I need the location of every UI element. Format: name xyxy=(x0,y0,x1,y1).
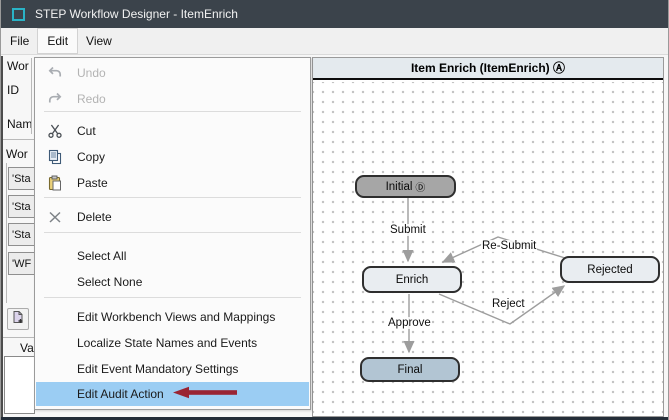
diagram-canvas[interactable]: Initial Ⓓ Enrich Rejected Final Submit R… xyxy=(313,82,663,416)
section-label-workflow-states: Wor xyxy=(6,147,28,161)
app-logo-icon xyxy=(12,7,25,21)
state-list-item[interactable]: 'Sta xyxy=(8,223,35,246)
field-box-edge xyxy=(31,58,32,134)
undo-icon xyxy=(45,65,65,81)
panel-divider xyxy=(3,139,34,140)
state-label: Final xyxy=(397,363,423,376)
field-label-name: Nam xyxy=(7,117,33,131)
menu-item-undo[interactable]: Undo xyxy=(36,61,309,85)
titlebar: STEP Workflow Designer - ItemEnrich xyxy=(1,0,668,28)
menubar: File Edit View xyxy=(1,28,668,55)
menu-item-edit-audit-action[interactable]: Edit Audit Action xyxy=(36,382,309,406)
annotation-arrow-left-icon xyxy=(172,386,239,402)
state-list-item[interactable]: 'Sta xyxy=(8,167,35,190)
field-label-workflow: Wor xyxy=(7,59,29,73)
menu-separator xyxy=(44,111,301,112)
state-node-rejected[interactable]: Rejected xyxy=(560,256,660,283)
menu-item-redo[interactable]: Redo xyxy=(36,87,309,111)
menu-item-paste[interactable]: Paste xyxy=(36,171,309,195)
transition-label-approve[interactable]: Approve xyxy=(387,317,432,329)
diagram-title-text: Item Enrich (ItemEnrich) xyxy=(410,61,550,75)
state-label: Rejected xyxy=(587,263,633,276)
state-list-item[interactable]: 'Sta xyxy=(8,195,35,218)
copy-icon xyxy=(45,149,65,165)
state-label: Initial xyxy=(385,180,413,193)
state-badge-icon: Ⓓ xyxy=(415,183,426,194)
list-border xyxy=(6,163,7,303)
field-label-id: ID xyxy=(7,83,19,97)
menu-separator xyxy=(44,297,301,298)
validation-label: Va xyxy=(20,341,34,355)
add-page-icon xyxy=(11,310,25,329)
menu-item-copy[interactable]: Copy xyxy=(36,145,309,169)
add-state-button[interactable] xyxy=(7,308,29,330)
menubar-item-edit[interactable]: Edit xyxy=(37,28,79,54)
menu-item-delete[interactable]: Delete xyxy=(36,205,309,229)
state-list-item[interactable]: 'WF xyxy=(8,252,35,275)
edit-menu-dropdown: Undo Redo Cut xyxy=(34,57,311,410)
diagram-title: Item Enrich (ItemEnrich) Ⓐ xyxy=(313,58,663,80)
transition-line-reject[interactable] xyxy=(438,285,566,325)
state-node-final[interactable]: Final xyxy=(360,357,460,382)
paste-icon xyxy=(45,175,65,191)
delete-x-icon xyxy=(45,209,65,225)
window-title: STEP Workflow Designer - ItemEnrich xyxy=(35,7,238,21)
menubar-item-file[interactable]: File xyxy=(10,34,30,48)
menu-separator xyxy=(44,197,301,198)
menu-item-edit-workbench-views[interactable]: Edit Workbench Views and Mappings xyxy=(77,310,276,324)
menu-item-edit-event-mandatory[interactable]: Edit Event Mandatory Settings xyxy=(77,362,239,376)
transition-label-resubmit[interactable]: Re-Submit xyxy=(481,240,538,252)
window-bottom-frame xyxy=(1,417,668,420)
state-node-enrich[interactable]: Enrich xyxy=(362,266,462,293)
state-label: Enrich xyxy=(395,273,429,286)
redo-icon xyxy=(45,91,65,107)
transition-label-submit[interactable]: Submit xyxy=(389,224,427,236)
transition-label-reject[interactable]: Reject xyxy=(491,298,526,310)
menu-item-select-all[interactable]: Select All xyxy=(77,249,127,263)
panel-divider xyxy=(3,337,34,338)
audit-badge-icon: Ⓐ xyxy=(553,61,566,75)
left-panel-edge xyxy=(1,56,3,417)
menu-item-localize-state-names[interactable]: Localize State Names and Events xyxy=(77,336,258,350)
menu-item-select-none[interactable]: Select None xyxy=(77,275,143,289)
menu-item-cut[interactable]: Cut xyxy=(36,119,309,143)
transition-line-resubmit[interactable] xyxy=(441,236,566,263)
menu-separator xyxy=(44,232,301,233)
cut-icon xyxy=(45,123,65,139)
description-box xyxy=(4,356,35,414)
menubar-item-view[interactable]: View xyxy=(86,34,112,48)
state-node-initial[interactable]: Initial Ⓓ xyxy=(355,175,456,198)
workflow-diagram-panel: Item Enrich (ItemEnrich) Ⓐ Initial Ⓓ xyxy=(312,57,664,417)
